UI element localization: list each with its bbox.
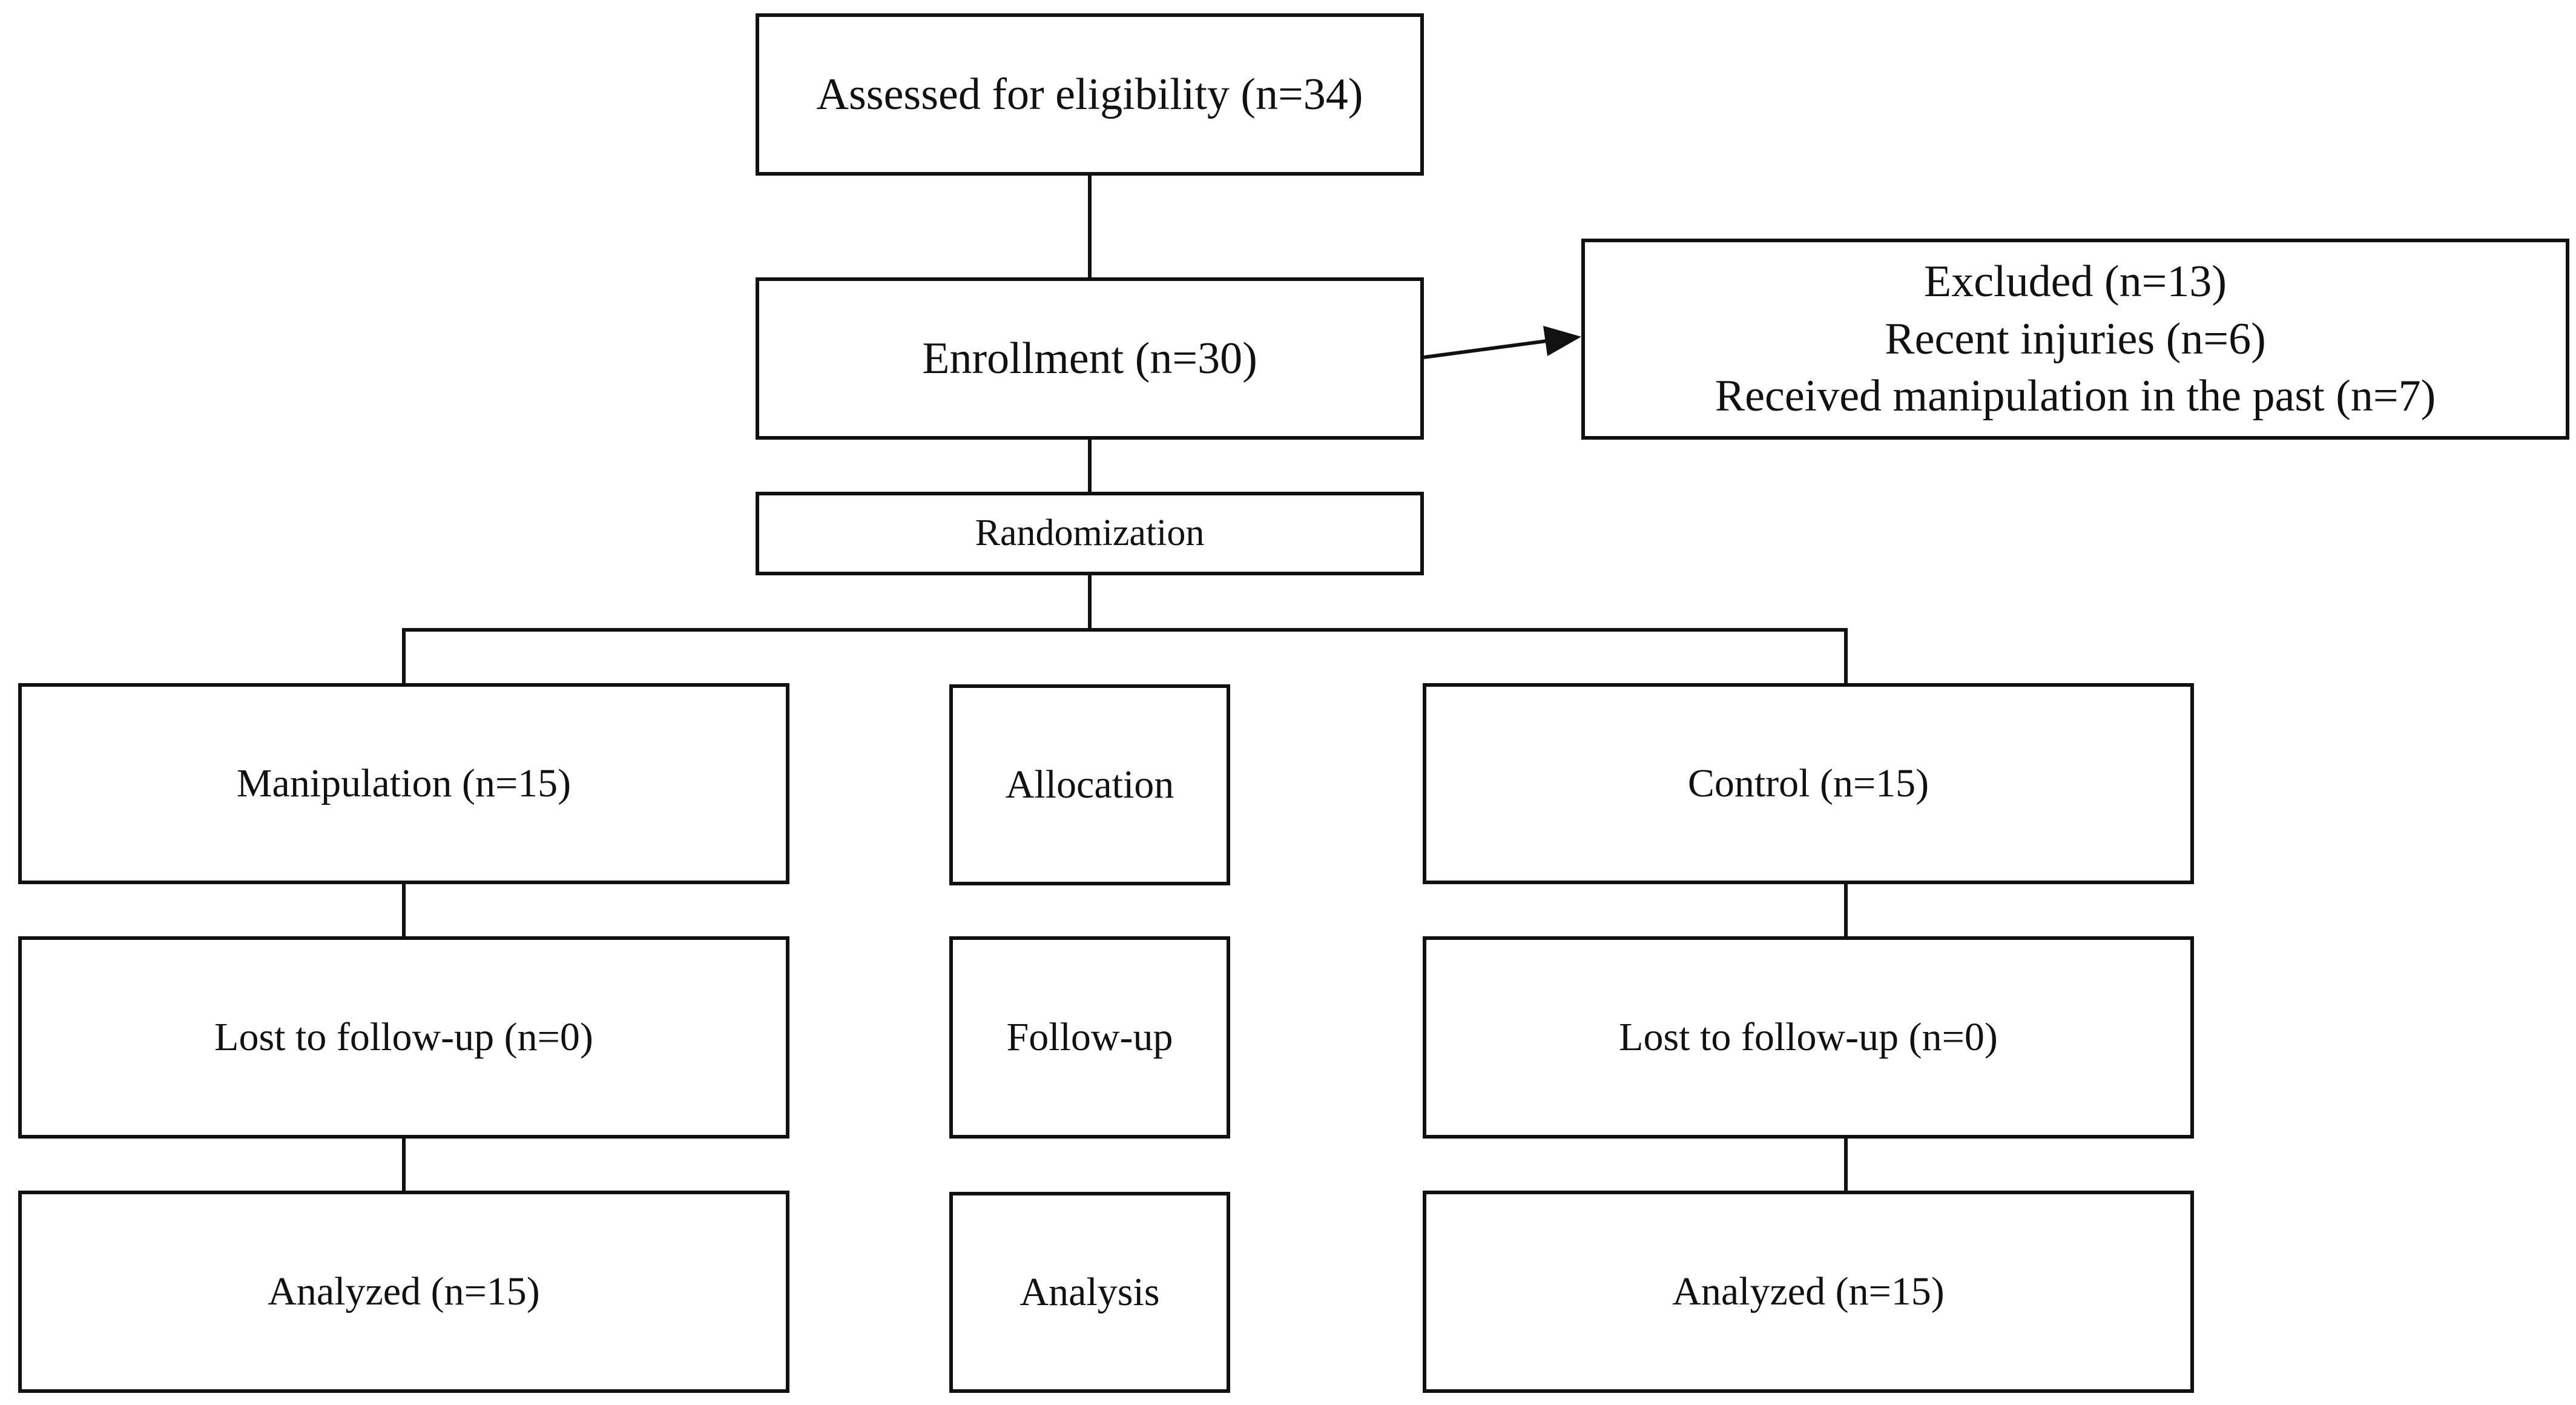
- arrowhead-excluded: [1543, 326, 1581, 356]
- manipulation-lost-box: Lost to follow-up (n=0): [18, 936, 789, 1139]
- stage-follow-up-label: Follow-up: [1006, 1014, 1173, 1059]
- randomization-box: Randomization: [756, 492, 1424, 575]
- excluded-reason-injuries: Recent injuries (n=6): [1885, 314, 2266, 364]
- excluded-reason-manipulation: Received manipulation in the past (n=7): [1715, 371, 2436, 422]
- manipulation-analyzed-box: Analyzed (n=15): [18, 1191, 789, 1393]
- assessed-box: Assessed for eligibility (n=34): [756, 13, 1424, 176]
- control-lost-label: Lost to follow-up (n=0): [1619, 1014, 1998, 1059]
- stage-analysis-label: Analysis: [1020, 1269, 1160, 1314]
- connector-enrollment-excluded: [1423, 339, 1547, 359]
- manipulation-allocated-label: Manipulation (n=15): [236, 761, 572, 805]
- stage-follow-up-box: Follow-up: [949, 936, 1230, 1139]
- manipulation-allocated-box: Manipulation (n=15): [18, 683, 789, 884]
- assessed-label: Assessed for eligibility (n=34): [816, 69, 1363, 119]
- stage-allocation-box: Allocation: [949, 684, 1230, 885]
- control-allocated-box: Control (n=15): [1423, 683, 2194, 884]
- enrollment-label: Enrollment (n=30): [922, 333, 1257, 383]
- excluded-title: Excluded (n=13): [1924, 256, 2227, 306]
- control-allocated-label: Control (n=15): [1687, 761, 1929, 805]
- control-analyzed-box: Analyzed (n=15): [1423, 1191, 2194, 1393]
- stage-allocation-label: Allocation: [1005, 762, 1174, 807]
- control-lost-box: Lost to follow-up (n=0): [1423, 936, 2194, 1139]
- manipulation-analyzed-label: Analyzed (n=15): [268, 1269, 540, 1314]
- manipulation-lost-label: Lost to follow-up (n=0): [214, 1014, 593, 1059]
- control-analyzed-label: Analyzed (n=15): [1672, 1269, 1945, 1314]
- enrollment-box: Enrollment (n=30): [756, 277, 1424, 440]
- randomization-label: Randomization: [975, 512, 1205, 554]
- stage-analysis-box: Analysis: [949, 1192, 1230, 1393]
- excluded-box: Excluded (n=13) Recent injuries (n=6) Re…: [1581, 239, 2569, 440]
